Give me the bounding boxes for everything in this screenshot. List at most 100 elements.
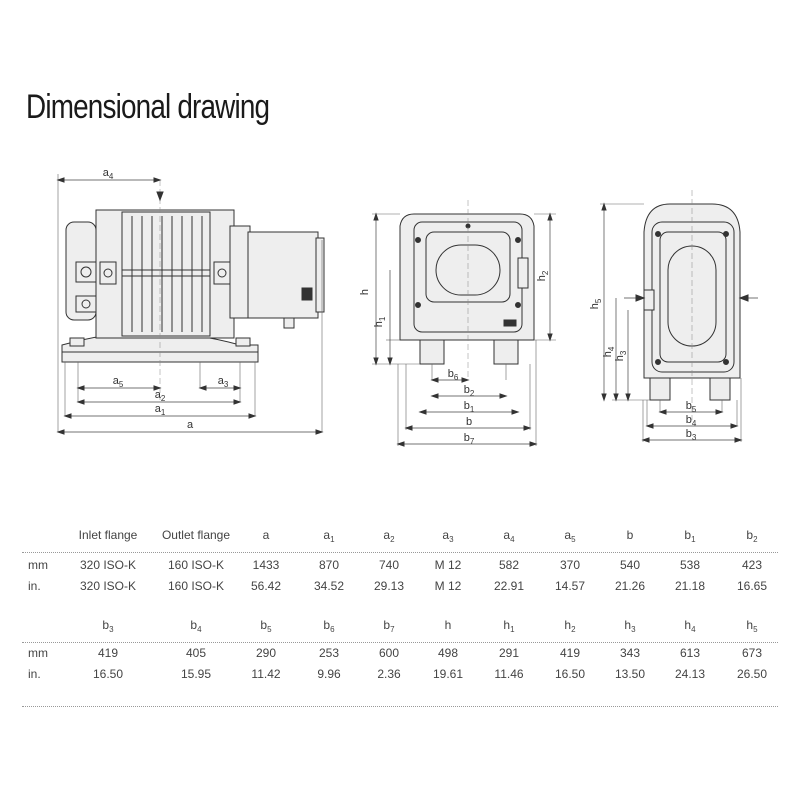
- table-2-cell: 498: [437, 646, 459, 660]
- dim-label-h5: h5: [589, 298, 603, 309]
- table-1-cell: 14.57: [554, 579, 586, 593]
- table-1-cell: 870: [318, 558, 340, 572]
- table-2-unit-label: in.: [28, 667, 41, 681]
- dim-label-a5: a5: [113, 375, 124, 389]
- dim-label-h2: h2: [536, 270, 550, 281]
- table-1-cell: 1433: [252, 558, 280, 572]
- dim-label-b6: b6: [448, 368, 459, 382]
- table-2-cell: 11.46: [494, 667, 524, 681]
- table-1-row-in: in. 320 ISO-K 160 ISO-K 56.42 34.52 29.13 M 12…: [0, 579, 800, 597]
- table-1-cell: 740: [378, 558, 400, 572]
- table-2-cell: 2.36: [377, 667, 401, 681]
- table-1-header-a2: a2: [383, 528, 395, 544]
- table-2-row-in: in. 16.50 15.95 11.42 9.96 2.36 19.61 11.46 16.5…: [0, 667, 800, 685]
- table-1-header-inlet-flange: Inlet flange: [78, 528, 138, 542]
- dim-label-b2: b2: [464, 384, 475, 398]
- table-1-cell: 56.42: [250, 579, 282, 593]
- dim-label-a4: a4: [103, 167, 114, 181]
- table-1-cell: 21.26: [614, 579, 646, 593]
- table-2-cell: 419: [97, 646, 119, 660]
- table-1-header-outlet-flange: Outlet flange: [161, 528, 231, 542]
- table-2-header-b5: b5: [260, 618, 272, 634]
- table-1-cell: 538: [679, 558, 701, 572]
- table-2-cell: 600: [378, 646, 400, 660]
- table-1-cell: 160 ISO-K: [167, 579, 225, 593]
- dim-label-b3: b3: [686, 428, 697, 442]
- table-1-header-row: Inlet flange Outlet flange a a1 a2 a3 a4 a5 b b1 b…: [0, 528, 800, 546]
- table-1-header-a3: a3: [442, 528, 454, 544]
- table-1-cell: 22.91: [493, 579, 525, 593]
- dim-label-a1: a1: [155, 403, 166, 417]
- table-1-cell: 160 ISO-K: [167, 558, 225, 572]
- table-2-header-b3: b3: [102, 618, 114, 634]
- table-1-cell: 320 ISO-K: [79, 558, 137, 572]
- table-2-cell: 13.50: [614, 667, 646, 681]
- table-2-cell: 9.96: [317, 667, 341, 681]
- dim-label-b: b: [466, 416, 472, 428]
- table-2-header-b4: b4: [190, 618, 202, 634]
- table-2-cell: 673: [741, 646, 763, 660]
- dim-label-h4: h4: [602, 346, 616, 357]
- table-2-cell: 24.13: [674, 667, 706, 681]
- dim-label-h: h: [359, 289, 371, 295]
- table-1-header-a4: a4: [503, 528, 515, 544]
- table-1-cell: 16.65: [736, 579, 768, 593]
- table-2-cell: 19.61: [432, 667, 464, 681]
- table-2-cell: 613: [679, 646, 701, 660]
- table-2-header-b7: b7: [383, 618, 395, 634]
- table-2-cell: 343: [619, 646, 641, 660]
- dim-label-b1: b1: [464, 400, 475, 414]
- table-1-header-b1: b1: [684, 528, 696, 544]
- page-title: Dimensional drawing: [26, 88, 270, 126]
- dim-label-a2: a2: [155, 389, 166, 403]
- dim-label-a3: a3: [218, 375, 229, 389]
- table-1-header-a1: a1: [323, 528, 335, 544]
- table-1-cell: 370: [559, 558, 581, 572]
- table-1-cell: M 12: [434, 558, 462, 572]
- table-2-cell: 16.50: [554, 667, 586, 681]
- table-2-cell: 419: [559, 646, 581, 660]
- table-1-cell: 320 ISO-K: [79, 579, 137, 593]
- table-2-cell: 16.50: [92, 667, 124, 681]
- table-1-cell: 582: [498, 558, 520, 572]
- table-2-cell: 291: [498, 646, 520, 660]
- table-1-cell: 29.13: [373, 579, 405, 593]
- table-1-unit-label: in.: [28, 579, 41, 593]
- table-1-header-b: b: [626, 528, 634, 542]
- table-2-cell: 15.95: [180, 667, 212, 681]
- table-2-header-h: h: [444, 618, 452, 632]
- table-2-cell: 253: [318, 646, 340, 660]
- table-2-header-h1: h1: [503, 618, 515, 634]
- dim-label-h3: h3: [614, 350, 628, 361]
- table-2-header-h5: h5: [746, 618, 758, 634]
- table-1-cell: M 12: [434, 579, 462, 593]
- table-1-cell: 540: [619, 558, 641, 572]
- table-1-header-a5: a5: [564, 528, 576, 544]
- table-2-header-h2: h2: [564, 618, 576, 634]
- dim-label-a: a: [187, 419, 194, 431]
- end-view-drawing: [600, 190, 758, 443]
- table-2-cell: 290: [255, 646, 277, 660]
- table-1-header-a: a: [262, 528, 270, 542]
- table-1-cell: 423: [741, 558, 763, 572]
- dim-label-b5: b5: [686, 400, 697, 414]
- table-1-header-b2: b2: [746, 528, 758, 544]
- side-view-drawing: [56, 174, 325, 435]
- table-1-cell: 34.52: [313, 579, 345, 593]
- table-1-row-mm: mm 320 ISO-K 160 ISO-K 1433 870 740 M 12 582 370…: [0, 558, 800, 576]
- table-2-cell: 11.42: [251, 667, 281, 681]
- table-1-unit-label: mm: [28, 558, 48, 572]
- table-2-header-b6: b6: [323, 618, 335, 634]
- table-1-cell: 21.18: [674, 579, 706, 593]
- table-2-cell: 405: [185, 646, 207, 660]
- table-2-header-h4: h4: [684, 618, 696, 634]
- table-2-cell: 26.50: [736, 667, 768, 681]
- table-2-header-row: b3 b4 b5 b6 b7 h h1 h2 h3 h4 h5: [0, 618, 800, 636]
- dim-label-b4: b4: [686, 414, 697, 428]
- table-2-header-h3: h3: [624, 618, 636, 634]
- front-view-drawing: [372, 200, 556, 447]
- housing-fins: [122, 216, 210, 332]
